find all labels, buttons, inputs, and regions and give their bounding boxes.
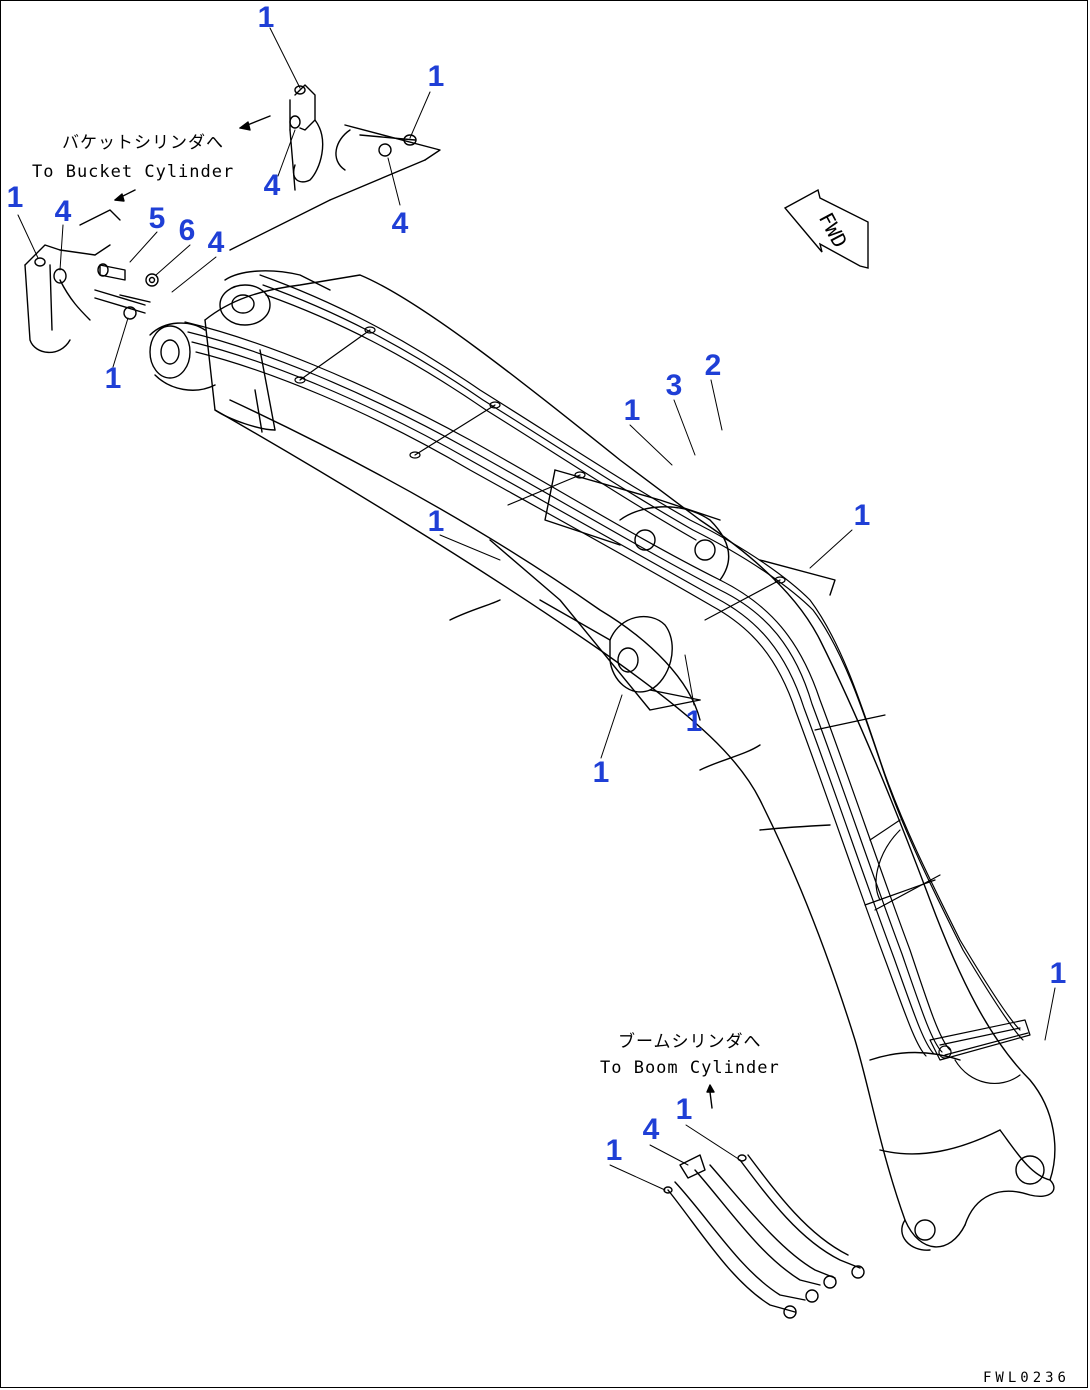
- callout-12[interactable]: 3: [665, 369, 683, 402]
- boom-center-bracket: [489, 469, 836, 711]
- callout-3[interactable]: 4: [263, 169, 281, 202]
- boom-cylinder-hoses: [663, 1154, 865, 1319]
- callout-leaders: [17, 27, 1056, 1191]
- note-arrows: [114, 115, 715, 1109]
- callout-15[interactable]: 1: [853, 499, 871, 532]
- callout-11[interactable]: 1: [623, 394, 641, 427]
- callout-13[interactable]: 2: [704, 349, 722, 382]
- bucket-cylinder-note-en: To Bucket Cylinder: [32, 162, 235, 182]
- callout-16[interactable]: 1: [685, 705, 703, 738]
- boom-cylinder-note-en: To Boom Cylinder: [600, 1058, 780, 1078]
- callout-14[interactable]: 1: [427, 505, 445, 538]
- callout-18[interactable]: 1: [1049, 957, 1067, 990]
- callout-7[interactable]: 5: [148, 202, 166, 235]
- callout-10[interactable]: 1: [104, 362, 122, 395]
- arm-end-bosses: [149, 270, 331, 391]
- drawing-code: FWL0236: [982, 1370, 1070, 1386]
- callout-9[interactable]: 4: [207, 226, 225, 259]
- callout-1[interactable]: 1: [257, 1, 275, 34]
- callout-4[interactable]: 4: [391, 207, 409, 240]
- hydraulic-pipes: [184, 274, 1031, 1084]
- boom-cylinder-note-jp: ブームシリンダへ: [618, 1032, 762, 1052]
- callout-5[interactable]: 1: [6, 181, 24, 214]
- callout-17[interactable]: 1: [592, 756, 610, 789]
- callout-20[interactable]: 1: [605, 1134, 623, 1167]
- boom-body: [204, 274, 1056, 1251]
- callout-19[interactable]: 1: [675, 1093, 693, 1126]
- callout-2[interactable]: 1: [427, 60, 445, 93]
- callout-8[interactable]: 6: [178, 214, 196, 247]
- bucket-cylinder-note-jp: バケットシリンダへ: [62, 133, 224, 153]
- callout-21[interactable]: 4: [642, 1113, 660, 1146]
- callout-6[interactable]: 4: [54, 195, 72, 228]
